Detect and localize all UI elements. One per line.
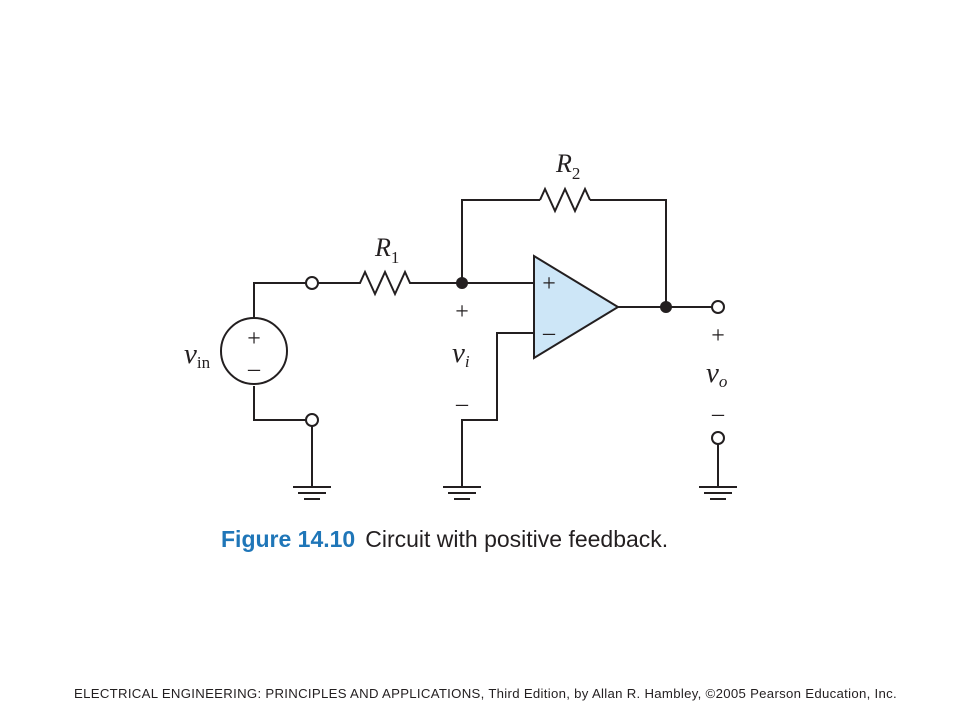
opamp-minus-input: – bbox=[542, 320, 556, 346]
copyright-footer: ELECTRICAL ENGINEERING: PRINCIPLES AND A… bbox=[74, 686, 897, 701]
resistor-r2 bbox=[539, 186, 591, 214]
source-plus-sign: + bbox=[247, 326, 261, 352]
label-r2: R2 bbox=[555, 149, 580, 183]
output-terminal-bottom bbox=[711, 431, 725, 445]
feedback-wire-left bbox=[461, 199, 540, 283]
node-output bbox=[660, 301, 672, 313]
resistor-r1 bbox=[318, 269, 462, 297]
figure-caption: Figure 14.10 Circuit with positive feedba… bbox=[221, 526, 668, 553]
label-r1: R1 bbox=[374, 233, 399, 267]
output-terminal-top bbox=[711, 300, 725, 314]
opamp-plus-input: + bbox=[542, 271, 556, 297]
input-terminal-top bbox=[305, 276, 319, 290]
source-minus-sign: – bbox=[247, 356, 261, 382]
ground-symbol-output bbox=[699, 486, 737, 500]
inverting-input-wire bbox=[461, 332, 534, 486]
voltage-source-vin bbox=[220, 317, 288, 385]
feedback-wire-right bbox=[590, 199, 667, 307]
ground-symbol-input bbox=[293, 486, 331, 500]
vi-plus-sign: + bbox=[455, 299, 469, 325]
label-vi: vi bbox=[452, 337, 470, 371]
source-top-wire bbox=[253, 282, 306, 318]
op-amp-triangle bbox=[533, 254, 620, 360]
vi-minus-sign: – bbox=[455, 391, 469, 417]
vo-minus-sign: – bbox=[711, 401, 725, 427]
label-vo: vo bbox=[706, 357, 727, 391]
source-bottom-wire bbox=[253, 386, 306, 421]
ground-symbol-middle bbox=[443, 486, 481, 500]
figure-label: Figure 14.10 bbox=[221, 526, 356, 552]
figure-caption-text: Circuit with positive feedback. bbox=[365, 526, 669, 552]
vo-plus-sign: + bbox=[711, 323, 725, 349]
input-terminal-bottom bbox=[305, 413, 319, 427]
label-vin: vin bbox=[184, 338, 211, 372]
